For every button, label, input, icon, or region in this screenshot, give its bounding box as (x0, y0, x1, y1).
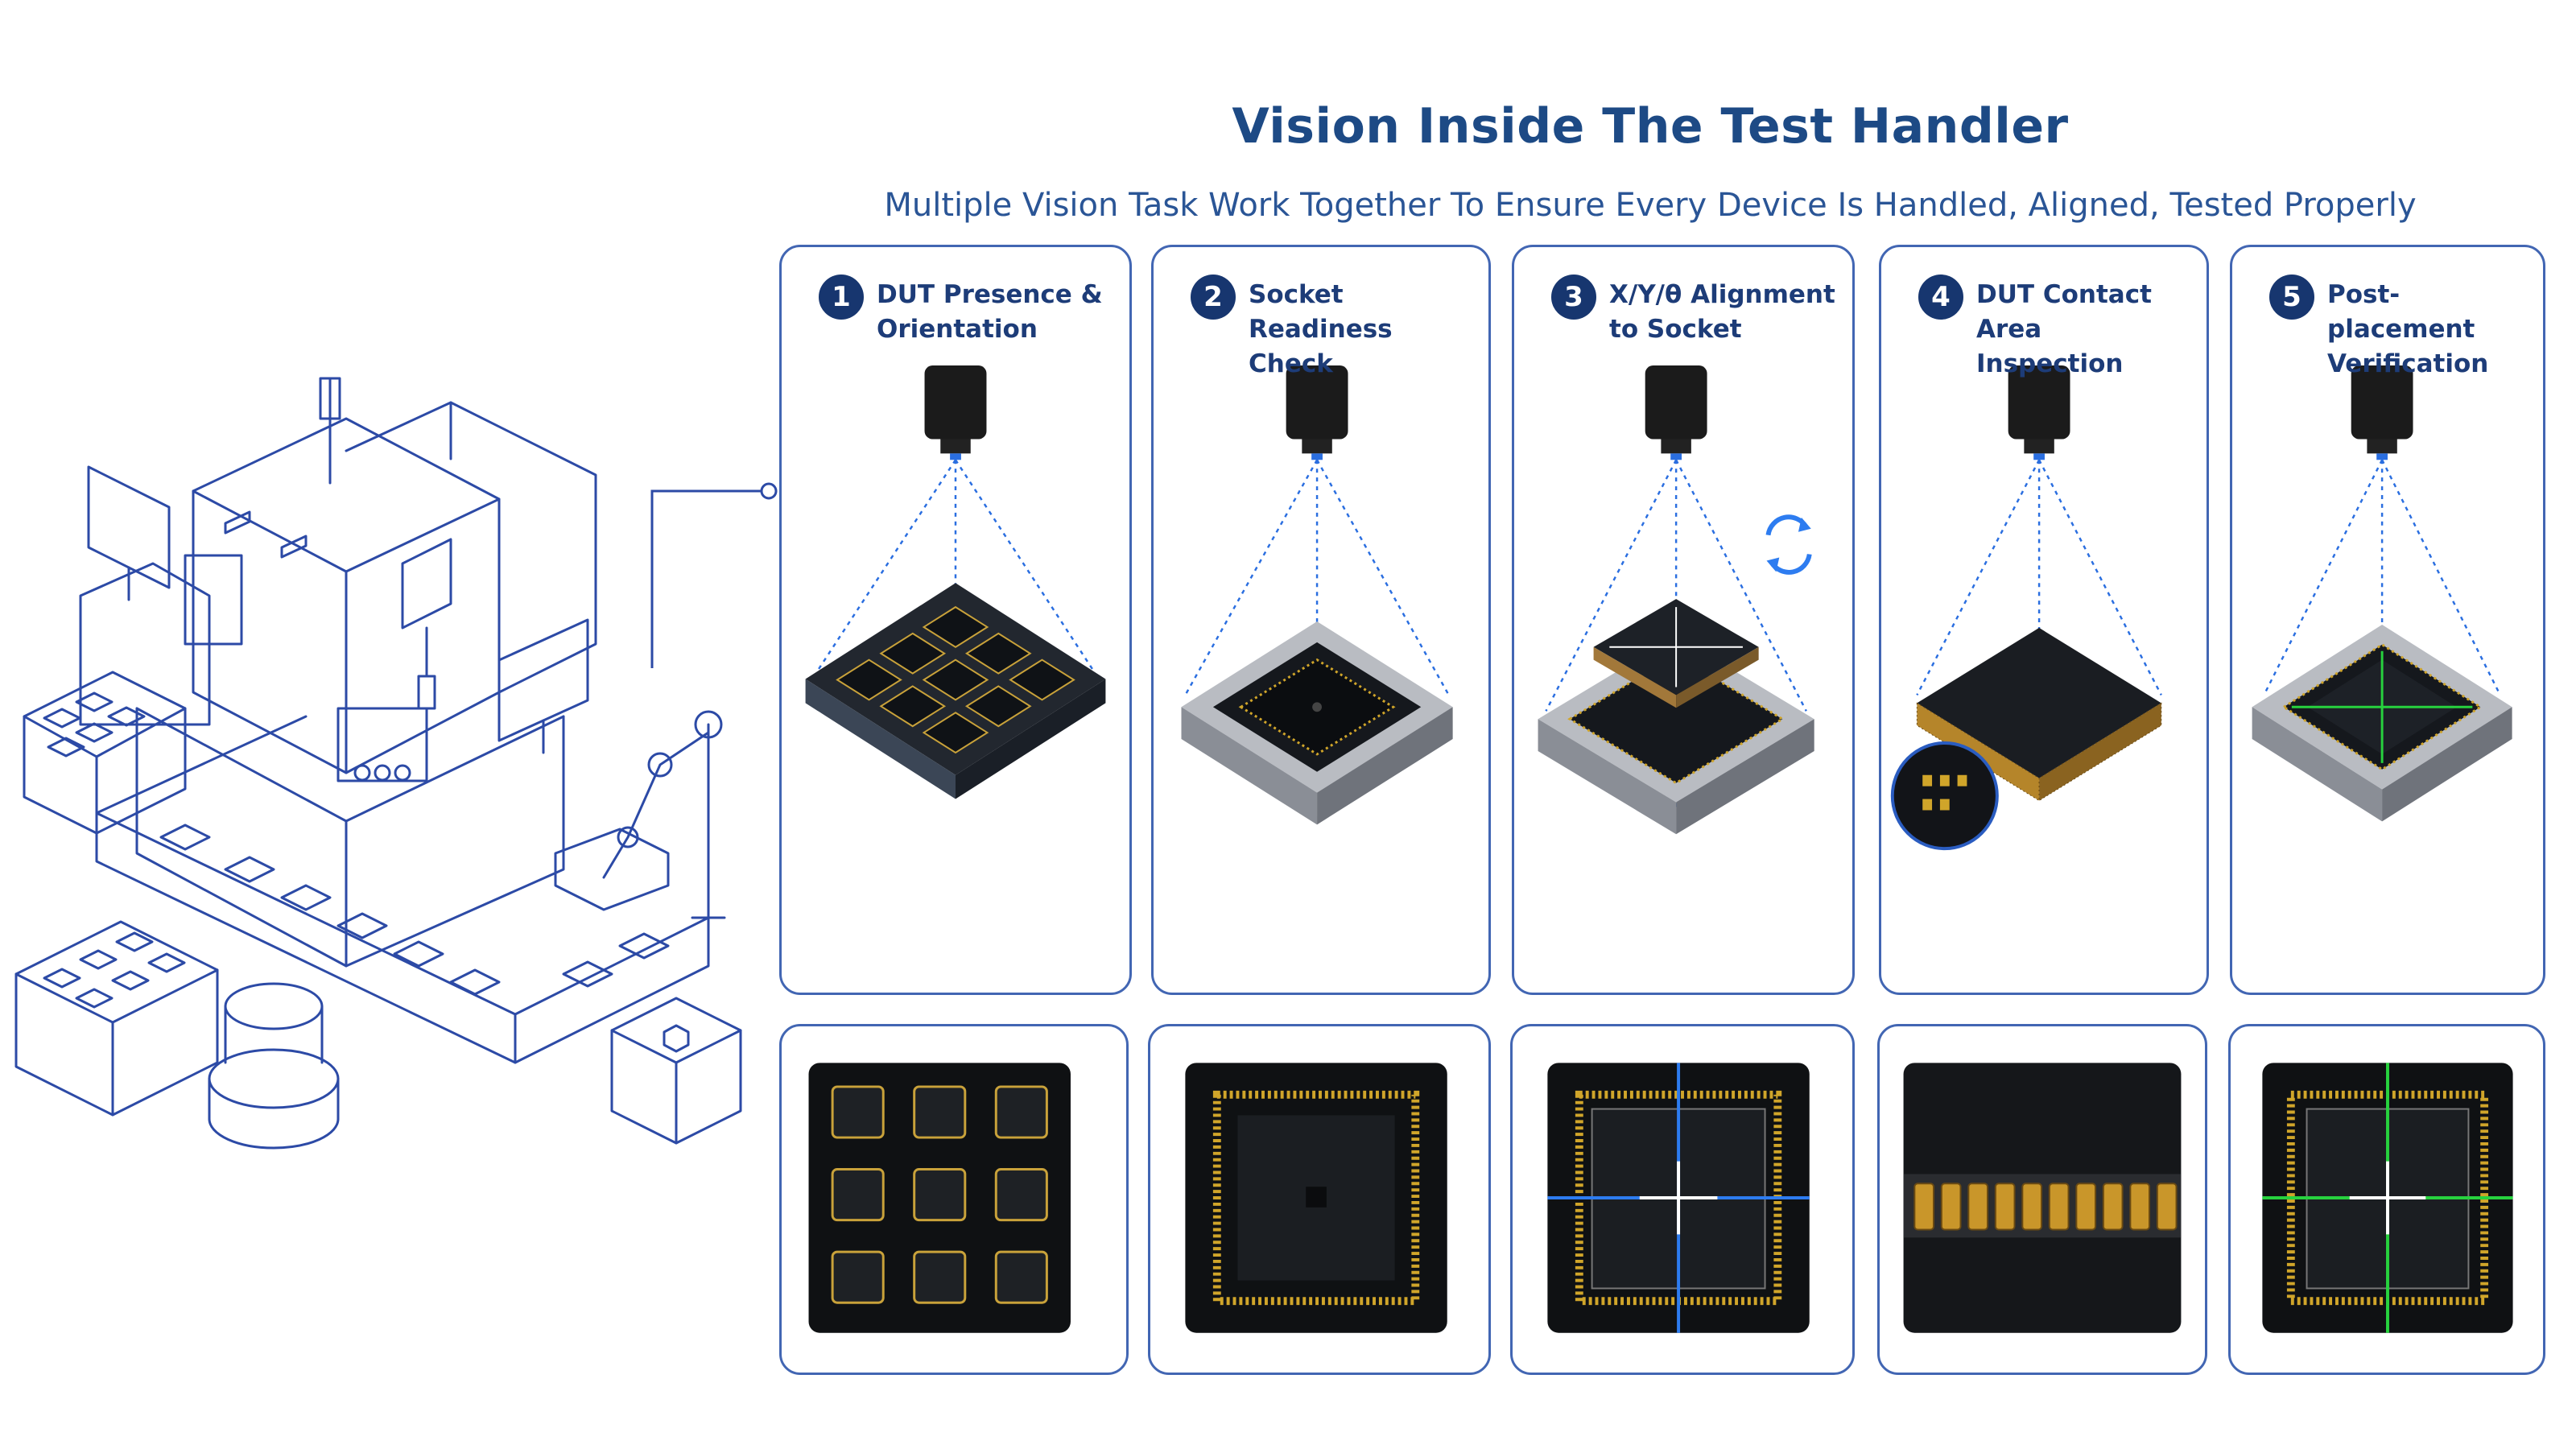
step-card-4: 4 DUT Contact Area Inspection (1879, 245, 2209, 995)
camera-icon (924, 365, 987, 460)
step-5-illustration (2252, 365, 2512, 822)
camera-icon (1286, 365, 1348, 460)
step-card-3: 3 X/Y/θ Alignment to Socket (1512, 245, 1855, 995)
step-title: DUT Contact Area Inspection (1976, 280, 2152, 378)
step-number-badge: 4 (1918, 275, 1963, 320)
page-subtitle: Multiple Vision Task Work Together To En… (884, 187, 2417, 224)
zoom-inset-icon (1890, 741, 1999, 851)
camera-icon (2008, 365, 2070, 460)
camera-icon (2351, 365, 2413, 460)
step-card-2: 2 Socket Readiness Check (1151, 245, 1491, 995)
camera-icon (1645, 365, 1707, 460)
step-number-badge: 5 (2269, 275, 2314, 320)
step-number-badge: 1 (819, 275, 864, 320)
step-title: Post-placement Verification (2327, 280, 2489, 378)
step-number-badge: 2 (1191, 275, 1236, 320)
camera-view-3 (1510, 1024, 1855, 1375)
step-3-illustration (1538, 365, 1814, 835)
step-1-illustration (805, 365, 1106, 799)
camera-view-1 (779, 1024, 1129, 1375)
camera-view-2 (1148, 1024, 1491, 1375)
camera-view-5 (2228, 1024, 2545, 1375)
camera-view-4 (1877, 1024, 2207, 1375)
step-title: DUT Presence & Orientation (877, 280, 1103, 344)
step-4-illustration (1890, 365, 2162, 851)
step-number-badge: 3 (1551, 275, 1596, 320)
step-title: Socket Readiness Check (1249, 280, 1393, 378)
test-handler-illustration (14, 377, 742, 1150)
step-title: X/Y/θ Alignment to Socket (1609, 280, 1835, 344)
step-2-illustration (1181, 365, 1453, 825)
step-card-5: 5 Post-placement Verification (2230, 245, 2545, 995)
page-title: Vision Inside The Test Handler (1232, 98, 2069, 155)
step-card-1: 1 DUT Presence & Orientation (779, 245, 1132, 995)
